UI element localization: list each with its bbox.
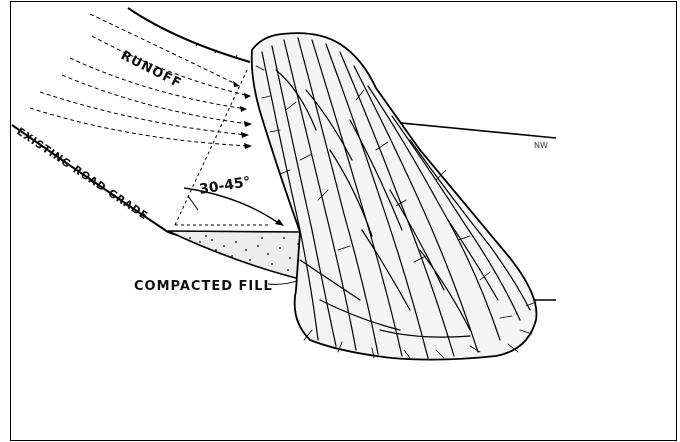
runoff-arrowheads [233,81,252,149]
angle-leader [188,196,198,210]
artist-signature: NW [534,141,548,150]
angle-arc [184,188,280,224]
compacted-fill-label: COMPACTED FILL [134,279,273,294]
angle-construction-lines [175,68,268,225]
existing-road-grade-label: EXISTING ROAD GRADE [14,126,150,223]
angle-arrowhead [275,219,284,226]
angle-label: 30-45° [198,174,252,198]
upper-slope-line [128,8,250,62]
runoff-flow-lines [30,14,250,146]
brush-barrier [252,33,537,359]
